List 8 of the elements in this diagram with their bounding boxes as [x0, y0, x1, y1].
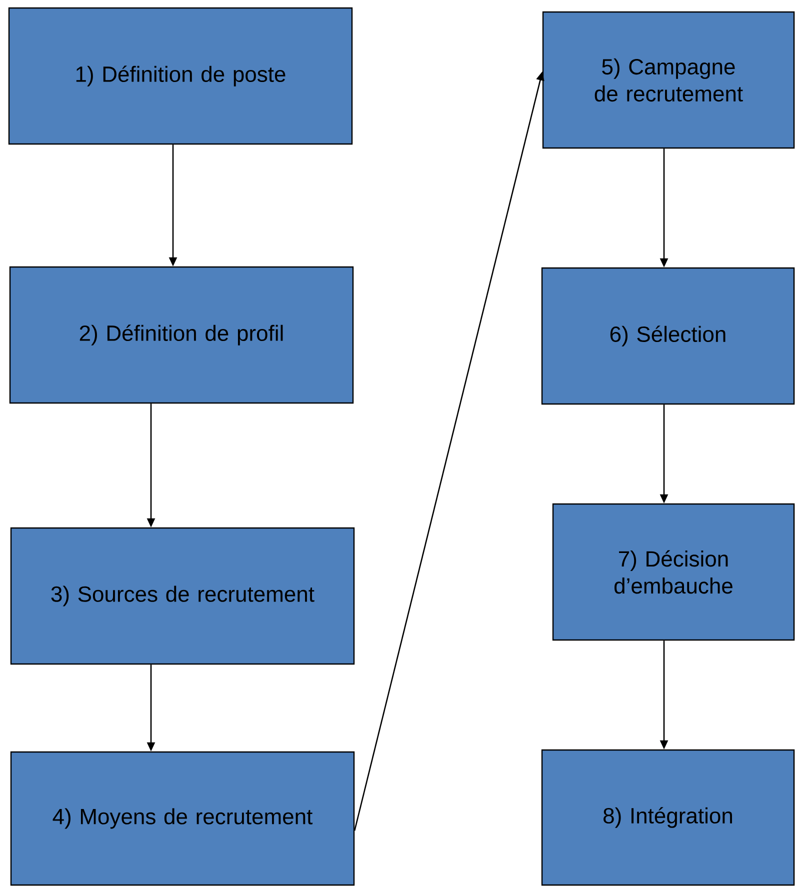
process-box: 2) Définition de profil — [9, 266, 354, 404]
process-box: 8) Intégration — [541, 749, 795, 886]
process-box: 6) Sélection — [541, 267, 795, 405]
process-box: 5) Campagne de recrutement — [542, 11, 795, 149]
process-box: 3) Sources de recrutement — [10, 527, 355, 665]
process-box: 4) Moyens de recrutement — [10, 751, 355, 886]
process-box: 7) Décision d’embauche — [552, 503, 795, 641]
process-box: 1) Définition de poste — [8, 7, 353, 145]
